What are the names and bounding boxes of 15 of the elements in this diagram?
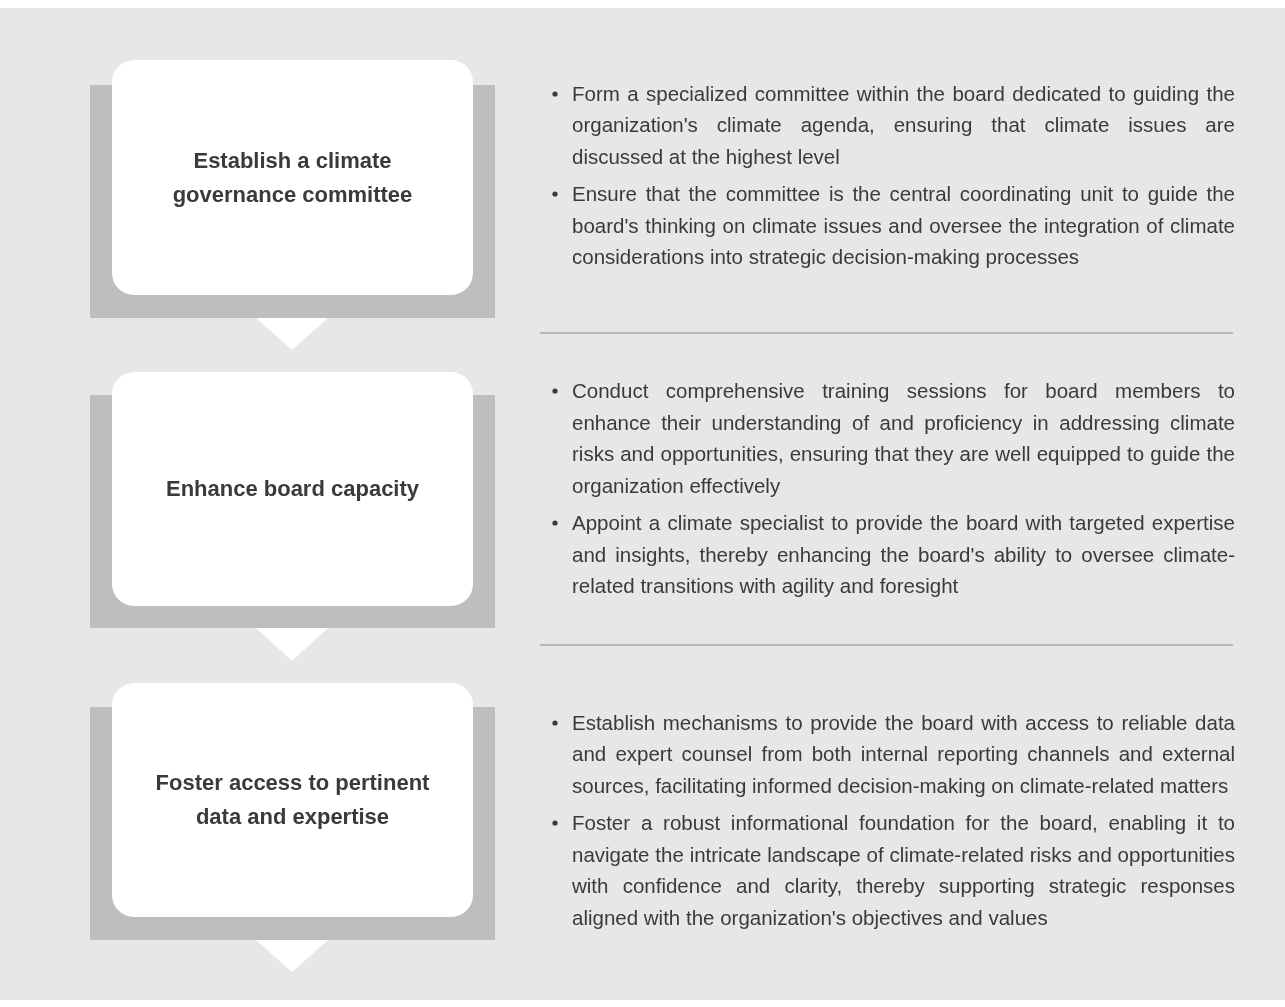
step-box <box>112 60 473 295</box>
step-title: Foster access to pertinent data and expertise <box>154 769 431 831</box>
bullet-text: Conduct comprehensive training sessions for board members to enhance their understanding of and proficiency in addressing climate risks and opportunities, ensuring that they are well equipped to guide the organization effectively <box>572 379 1235 497</box>
chevron-arrow <box>256 940 328 972</box>
bullet-text: Establish mechanisms to provide the board with access to reliable data and expert counsel from both internal reporting channels and external sources, facilitating informed decision-making on climate-related matters <box>572 710 1235 797</box>
step-box <box>112 372 473 606</box>
bullet-text: Appoint a climate specialist to provide the board with targeted expertise and insights, thereby enhancing the board's ability to oversee climate-related transitions with agility and foresight <box>572 511 1235 598</box>
step-title: Enhance board capacity <box>165 475 420 503</box>
chevron-arrow <box>256 628 328 661</box>
step-title: Establish a climate governance committee <box>171 146 414 209</box>
bullet-text: Ensure that the committee is the central coordinating unit to guide the board's thinking on climate issues and oversee the integration of climate considerations into strategic decision-making processes <box>572 182 1235 268</box>
bullet-text: Form a specialized committee within the board dedicated to guiding the organization's climate agenda, ensuring that climate issues are discussed at the highest level <box>572 81 1235 168</box>
bullet-text: Foster a robust informational foundation for the board, enabling it to navigate the intricate landscape of climate-related risks and opportunities with confidence and clarity, thereby supporting strategic responses aligned with the organization's objectives and values <box>572 811 1235 929</box>
step-box <box>112 683 473 917</box>
chevron-arrow <box>256 318 328 350</box>
